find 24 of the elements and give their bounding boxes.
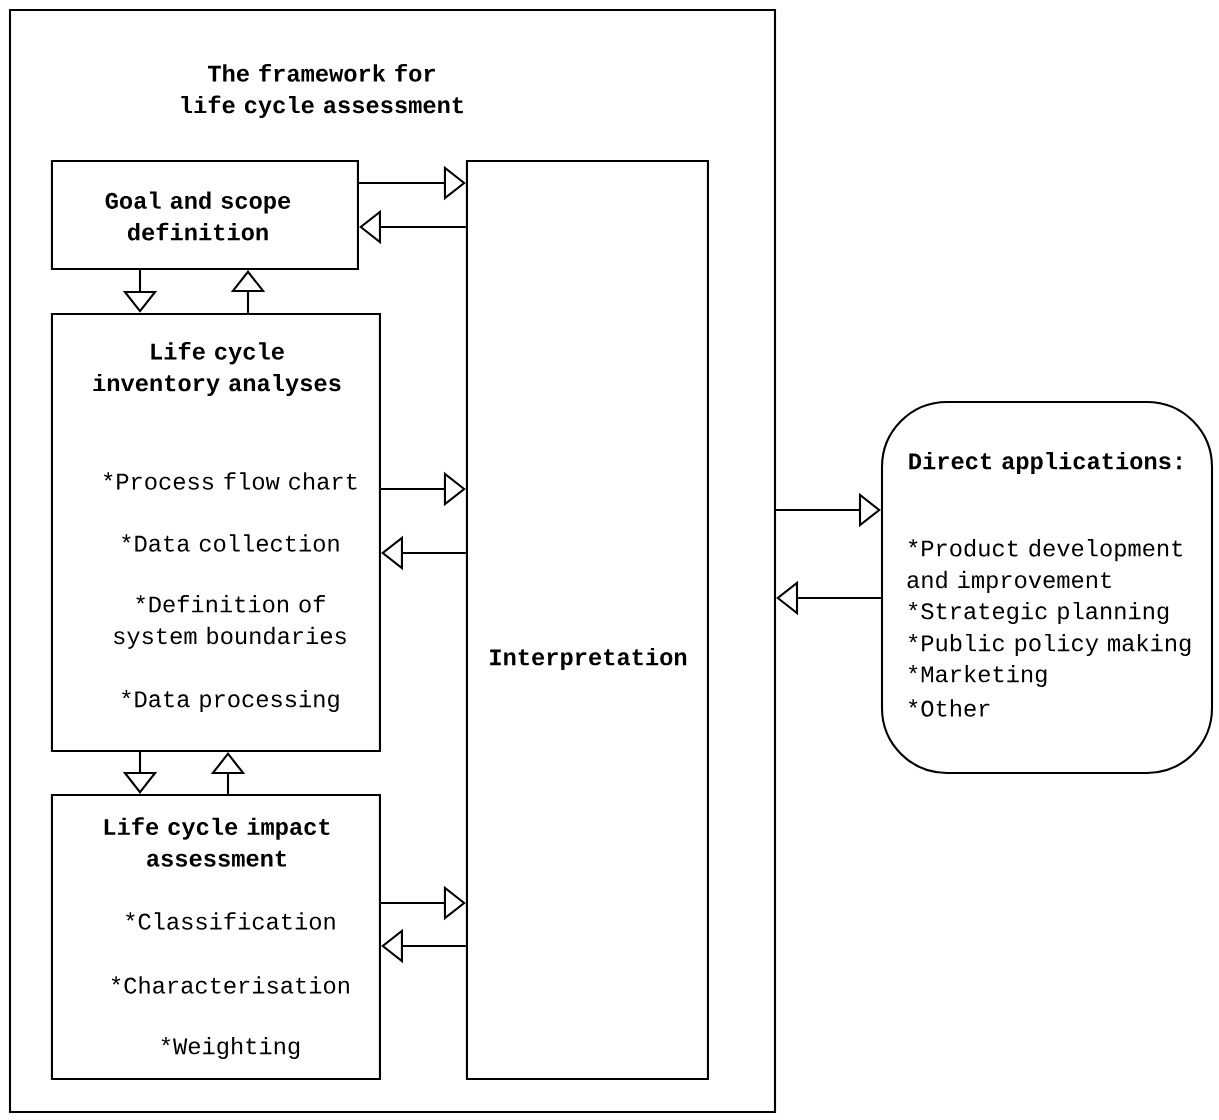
- box-heading: Direct applications:: [909, 451, 1181, 475]
- list-item: *Weighting: [161, 1036, 300, 1060]
- box-heading: Life cycle inventory analyses: [93, 341, 341, 397]
- box-heading: Life cycle impact assessment: [104, 817, 330, 867]
- box-heading: Goal and scope definition: [105, 191, 291, 241]
- rounded-box: [880, 400, 1214, 775]
- list-item: *Other: [908, 699, 990, 717]
- box-heading: Interpretation: [490, 647, 687, 671]
- framework-frame: [8, 8, 777, 1114]
- list-item: *Classification: [126, 912, 335, 930]
- process-box: [50, 312, 381, 752]
- list-item: *Product development and improvement: [907, 539, 1182, 593]
- process-box: [465, 159, 709, 1080]
- process-box: [50, 159, 359, 270]
- list-item: *Definition of system boundaries: [114, 595, 346, 649]
- list-item: *Strategic planning: [908, 601, 1169, 625]
- list-item: *Characterisation: [111, 976, 349, 994]
- list-item: *Public policy making: [908, 633, 1191, 657]
- list-item: *Marketing: [908, 664, 1047, 688]
- title: The framework for life cycle assessment: [181, 63, 463, 119]
- process-box: [50, 793, 381, 1080]
- list-item: *Data collection: [122, 534, 339, 552]
- list-item: *Process flow chart: [103, 472, 357, 490]
- list-item: *Data processing: [122, 689, 339, 713]
